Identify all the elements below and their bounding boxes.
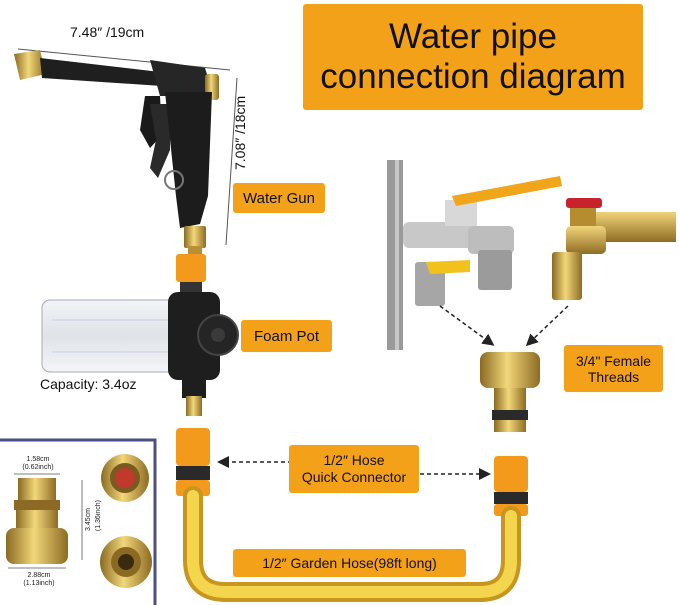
inset-adapter-bottom-view <box>100 536 152 588</box>
inset-top-dimension-cm: 1.58cm <box>26 456 50 463</box>
inset-frame <box>0 438 157 605</box>
inset-bottom-dimension-inch: (1.13inch) <box>23 580 55 587</box>
inset-side-dimension: 3.45cm (1.36inch) <box>84 500 104 534</box>
water-gun-label: Water Gun <box>233 183 325 213</box>
inset-adapter-top-view <box>101 454 149 502</box>
gun-height-dimension-line <box>225 77 238 246</box>
tap-to-adapter-arrow-left <box>439 305 495 346</box>
foam-pot-capacity: Capacity: 3.4oz <box>40 376 137 392</box>
inset-bottom-dimension-cm: 2.88cm <box>27 572 51 579</box>
quick-connector-line-1: 1/2″ Hose <box>323 452 385 468</box>
gun-height-label: 7.08″ /18cm <box>232 95 248 170</box>
diagram-title-line-1: Water pipe <box>389 17 557 56</box>
female-threads-line-2: Threads <box>587 368 640 385</box>
water-gun-illustration <box>14 50 219 256</box>
foam-pot-top-connector <box>176 254 206 292</box>
inset-top-dimension: 1.58cm (0.62inch) <box>14 456 62 472</box>
gun-width-label: 7.48″ /19cm <box>70 24 145 40</box>
left-quick-connector <box>176 428 210 496</box>
female-threads-line-1: 3/4" Female <box>575 352 651 369</box>
diagram-title-line-2: connection diagram <box>320 57 626 96</box>
quick-connector-label: 1/2″ Hose Quick Connector <box>289 445 419 493</box>
inset-top-dimension-inch: (0.62inch) <box>22 464 54 471</box>
diagram-title: Water pipe connection diagram <box>303 4 643 110</box>
female-thread-adapter <box>480 352 540 432</box>
inset-bottom-dimension: 2.88cm (1.13inch) <box>12 572 66 588</box>
inset-side-dimension-cm: 3.45cm <box>85 508 93 532</box>
tap-to-adapter-arrow-right <box>525 305 569 347</box>
garden-hose-illustration <box>183 486 521 602</box>
quick-connector-line-2: Quick Connector <box>301 469 407 485</box>
inset-side-dimension-inch: (1.36inch) <box>94 500 102 532</box>
faucet-photo <box>383 158 676 350</box>
foam-pot-label: Foam Pot <box>241 320 332 352</box>
garden-hose-label: 1/2″ Garden Hose(98ft long) <box>233 549 466 577</box>
right-quick-connector <box>494 456 528 516</box>
foam-pot-illustration <box>41 292 239 416</box>
inset-adapter-illustration <box>6 473 83 569</box>
female-threads-label: 3/4" Female Threads <box>564 345 663 392</box>
